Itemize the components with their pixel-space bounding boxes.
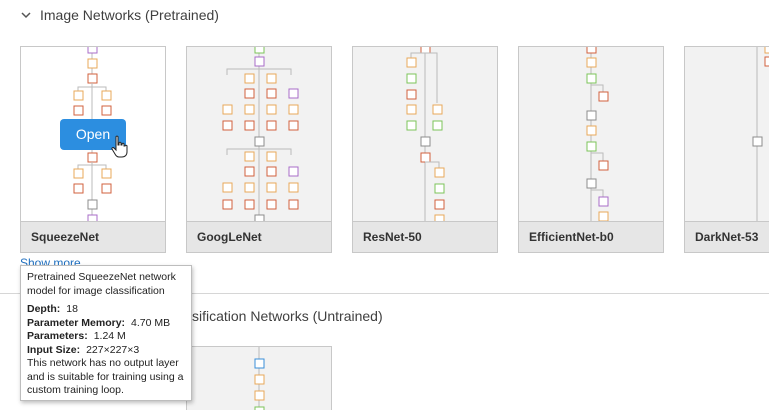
section-title: Image Networks (Pretrained) bbox=[40, 7, 219, 23]
network-card-googlenet[interactable]: GoogLeNet bbox=[186, 46, 332, 253]
card-label: ResNet-50 bbox=[353, 221, 497, 252]
network-card-squeezenet[interactable]: Open SqueezeNet bbox=[20, 46, 166, 253]
tooltip-note: This network has no output layer and is … bbox=[27, 357, 184, 396]
network-diagram bbox=[254, 347, 265, 410]
network-card-darknet53[interactable]: DarkNet-53 bbox=[684, 46, 769, 253]
section-title: sification Networks (Untrained) bbox=[192, 308, 383, 324]
section-divider bbox=[0, 293, 769, 294]
card-label: EfficientNet-b0 bbox=[519, 221, 663, 252]
tooltip-depth: Depth:18 bbox=[27, 303, 78, 315]
chevron-down-icon[interactable] bbox=[20, 9, 32, 21]
network-diagram bbox=[519, 47, 663, 221]
tooltip-input-size: Input Size:227×227×3 bbox=[27, 343, 140, 356]
network-tooltip: Pretrained SqueezeNet network model for … bbox=[20, 265, 192, 401]
card-label: DarkNet-53 bbox=[685, 221, 769, 252]
card-label: SqueezeNet bbox=[21, 221, 165, 252]
network-card-untrained[interactable] bbox=[186, 346, 332, 410]
tooltip-parameters: Parameters:1.24 M bbox=[27, 330, 126, 342]
section-header-untrained[interactable]: sification Networks (Untrained) bbox=[20, 306, 383, 326]
network-card-resnet50[interactable]: ResNet-50 bbox=[352, 46, 498, 253]
section-header-pretrained[interactable]: Image Networks (Pretrained) bbox=[20, 5, 219, 25]
hand-pointer-icon bbox=[111, 135, 128, 158]
network-diagram bbox=[21, 47, 165, 221]
network-card-efficientnet-b0[interactable]: EfficientNet-b0 bbox=[518, 46, 664, 253]
tooltip-description: Pretrained SqueezeNet network model for … bbox=[27, 271, 176, 297]
network-diagram bbox=[353, 47, 497, 221]
network-diagram bbox=[187, 47, 331, 221]
open-button[interactable]: Open bbox=[60, 119, 126, 150]
network-diagram bbox=[685, 47, 769, 221]
tooltip-parameter-memory: Parameter Memory:4.70 MB bbox=[27, 316, 171, 329]
card-label: GoogLeNet bbox=[187, 221, 331, 252]
